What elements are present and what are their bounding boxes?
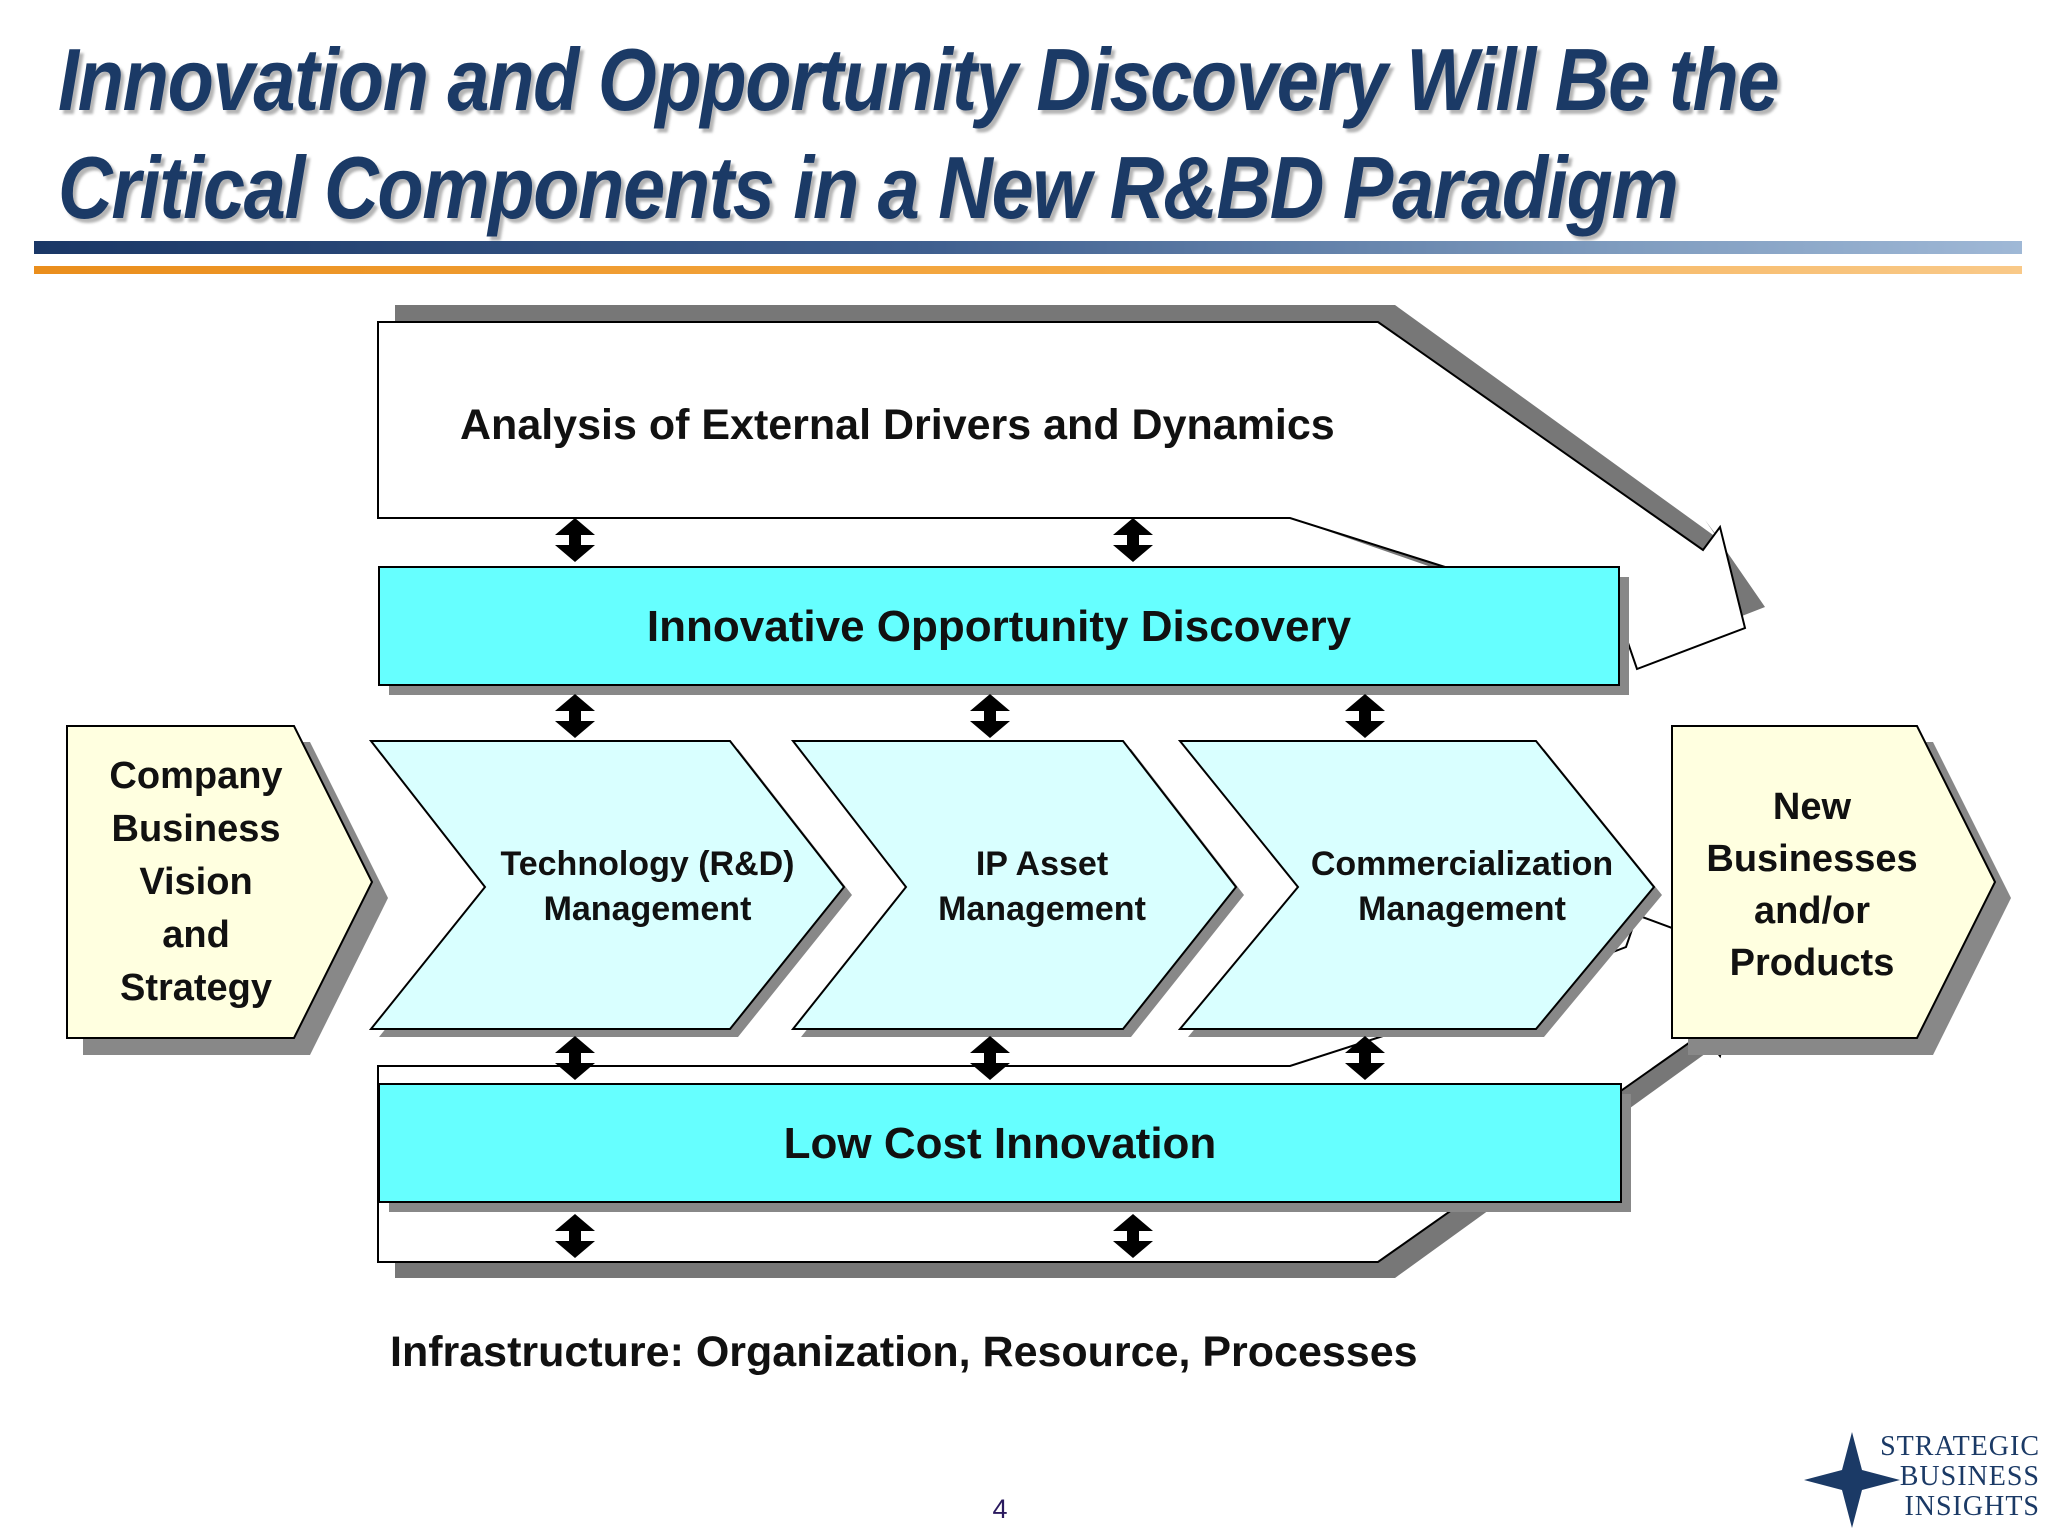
logo-star-icon: [1804, 1432, 1900, 1528]
chevron-label-line: Commercialization: [1310, 845, 1614, 883]
double-arrow-icon: [1113, 518, 1153, 562]
right-box-line: New: [1772, 786, 1852, 828]
right-box-line: and/or: [1753, 890, 1871, 932]
double-arrow-icon: [555, 694, 595, 738]
right-box-label: New Businesses and/or Products: [1672, 775, 1952, 995]
title-rule-blue: [34, 241, 2022, 254]
right-box-line: Businesses: [1706, 838, 1918, 880]
title-rule-orange: [34, 266, 2022, 274]
chevron-technology-label: Technology (R&D) Management: [470, 837, 825, 937]
chevron-ip-asset-label: IP Asset Management: [892, 837, 1192, 937]
title-line-2: Critical Components in a New R&BD Paradi…: [58, 138, 1679, 237]
chevron-label-line: Technology (R&D): [500, 845, 795, 883]
chevron-commercialization-label: Commercialization Management: [1282, 837, 1642, 937]
innovative-opportunity-discovery-bar: [378, 566, 1629, 695]
left-box-line: and: [162, 914, 230, 956]
double-arrow-icon: [970, 694, 1010, 738]
bottom-arrow-label: Infrastructure: Organization, Resource, …: [390, 1327, 1418, 1376]
double-arrow-icon: [555, 518, 595, 562]
low-cost-innovation-bar: [378, 1083, 1631, 1212]
left-box-line: Business: [111, 808, 281, 850]
new-businesses-box: [1671, 725, 2011, 1055]
left-box-line: Strategy: [119, 967, 273, 1009]
slide-title: Innovation and Opportunity Discovery Wil…: [58, 26, 1780, 242]
chevron-commercialization: [1177, 740, 1662, 1037]
logo-line: BUSINESS: [1899, 1461, 2040, 1492]
left-box-line: Company: [109, 755, 283, 797]
chevron-label-line: Management: [543, 890, 752, 928]
right-box-line: Products: [1729, 942, 1895, 984]
bottom-bar-label: Low Cost Innovation: [783, 1119, 1217, 1168]
logo-line: STRATEGIC: [1880, 1431, 2040, 1462]
chevron-technology: [368, 740, 852, 1037]
top-bar-label: Innovative Opportunity Discovery: [646, 602, 1352, 651]
top-arrow-label: Analysis of External Drivers and Dynamic…: [460, 400, 1335, 449]
logo-text: STRATEGIC BUSINESS INSIGHTS: [1876, 1432, 2040, 1522]
chevron-label-line: Management: [1358, 890, 1566, 928]
top-external-arrow: [377, 305, 1765, 671]
chevron-label-line: IP Asset: [975, 845, 1109, 883]
chevron-ip-asset: [790, 740, 1244, 1037]
page-number: 4: [992, 1494, 1008, 1524]
logo-line: INSIGHTS: [1904, 1491, 2040, 1522]
double-arrow-icon: [1345, 694, 1385, 738]
chevron-label-line: Management: [938, 890, 1146, 928]
company-vision-box: [66, 725, 388, 1055]
left-box-label: Company Business Vision and Strategy: [67, 745, 325, 1020]
left-box-line: Vision: [139, 861, 253, 903]
title-line-1: Innovation and Opportunity Discovery Wil…: [58, 30, 1780, 129]
